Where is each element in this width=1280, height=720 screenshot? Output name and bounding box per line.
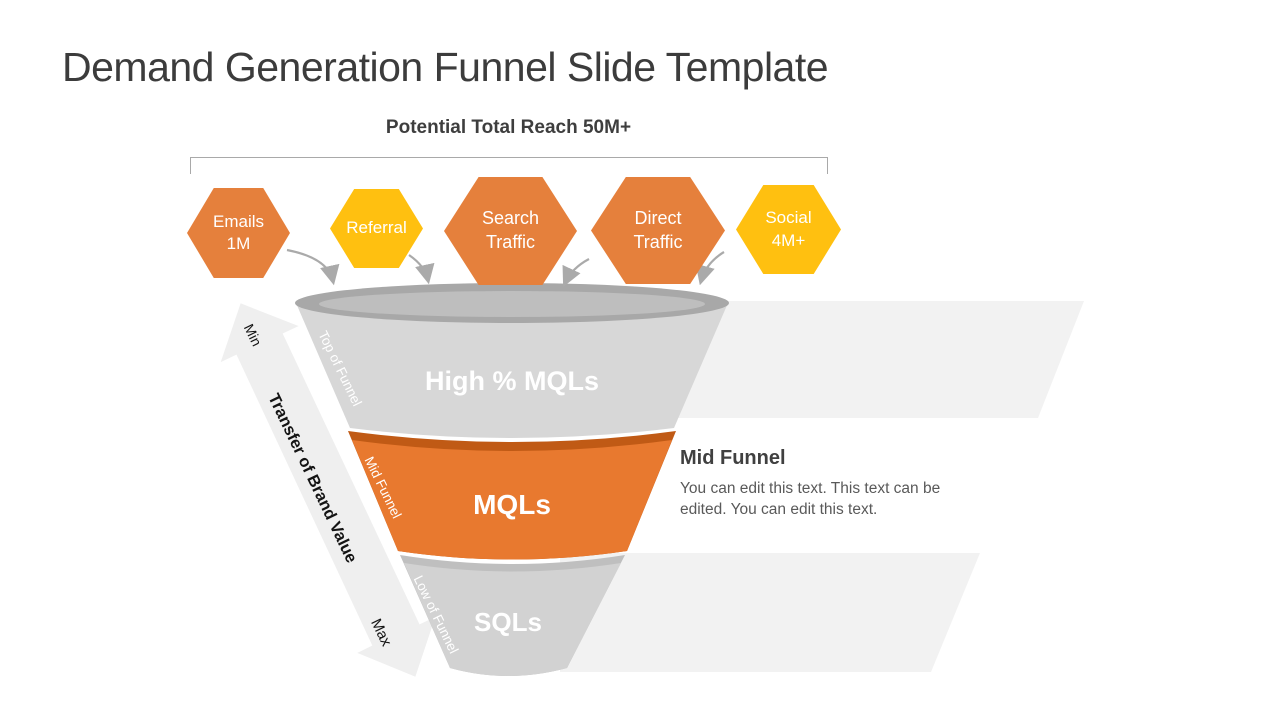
stage-label-mqls: MQLs xyxy=(473,489,551,520)
stage-label-high-mqls: High % MQLs xyxy=(425,366,599,396)
source-hex-direct-traffic-label: Direct Traffic xyxy=(633,207,683,252)
top-funnel-band xyxy=(620,301,1084,418)
low-funnel-band xyxy=(560,553,980,672)
source-hex-referral-label: Referral xyxy=(346,218,407,238)
stage-label-sqls: SQLs xyxy=(474,607,542,637)
connector-arrow-emails xyxy=(286,248,340,286)
annotation-block: Mid Funnel You can edit this text. This … xyxy=(680,447,970,521)
funnel-stage-mid-shape xyxy=(352,440,672,560)
source-hex-emails-label: Emails 1M xyxy=(212,211,264,253)
source-hex-social-label: Social 4M+ xyxy=(765,208,812,250)
brand-value-arrow xyxy=(217,300,439,680)
funnel-stage-top-shape xyxy=(296,303,728,438)
source-hex-search-traffic-label: Search Traffic xyxy=(481,208,540,252)
funnel-mouth-inner xyxy=(319,291,705,317)
reach-bracket xyxy=(190,157,828,174)
connector-arrow-social xyxy=(695,251,725,286)
connector-arrow-referral xyxy=(408,254,435,285)
connector-arrow-search xyxy=(562,258,590,287)
reach-label: Potential Total Reach 50M+ xyxy=(385,117,632,138)
annotation-heading: Mid Funnel xyxy=(680,447,786,469)
annotation-body: You can edit this text. This text can be… xyxy=(680,480,941,518)
funnel-stage-low-shape xyxy=(404,563,621,676)
slide-title: Demand Generation Funnel Slide Template xyxy=(62,44,829,90)
